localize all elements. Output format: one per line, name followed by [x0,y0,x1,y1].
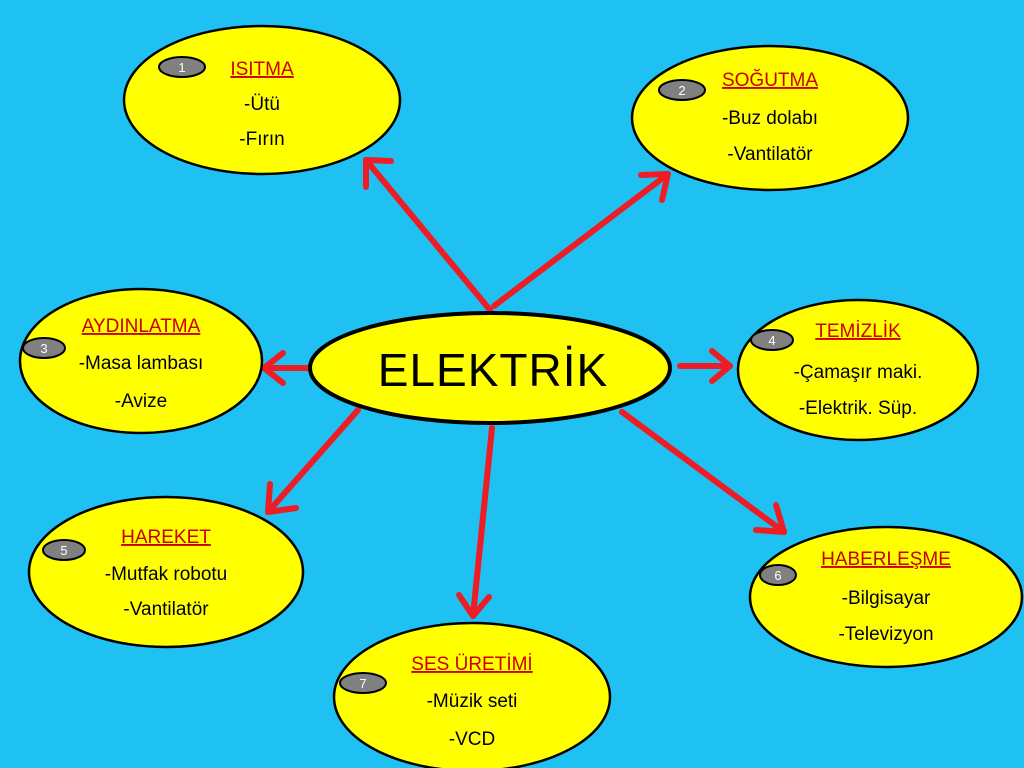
node-item: -Müzik seti [427,691,518,712]
node-item: -Vantilatör [123,599,209,620]
node-item: -Fırın [239,129,284,150]
node-haberlesme: 6 HABERLEŞME -Bilgisayar -Televizyon [748,525,1024,669]
arrow-to-temizlik [677,348,733,384]
badge-number: 3 [40,341,47,356]
arrows [261,157,787,619]
node-item: -Bilgisayar [842,588,931,609]
center-node: ELEKTRİK [308,311,672,425]
node-item: -Masa lambası [79,353,204,374]
arrow-to-ses-uretimi [456,425,495,619]
arrow-to-haberlesme [619,409,787,535]
node-item: -Mutfak robotu [105,564,228,585]
badge-5: 5 [42,539,86,561]
badge-3: 3 [22,337,66,359]
node-item: -Vantilatör [727,144,813,165]
center-label: ELEKTRİK [378,344,608,396]
node-item: -Ütü [244,94,280,115]
badge-number: 7 [359,676,366,691]
node-title: HAREKET [121,527,211,548]
node-item: -Çamaşır maki. [794,362,923,383]
arrow-to-isitma [363,157,493,313]
badge-number: 6 [774,568,781,583]
node-title: SES ÜRETİMİ [411,654,532,675]
node-title: TEMİZLİK [815,321,901,342]
badge-number: 5 [60,543,67,558]
node-temizlik: 4 TEMİZLİK -Çamaşır maki. -Elektrik. Süp… [736,298,980,442]
badge-2: 2 [658,79,706,101]
badge-number: 4 [768,333,775,348]
arrow-to-aydinlatma [261,350,311,386]
node-ses-uretimi: 7 SES ÜRETİMİ -Müzik seti -VCD [332,621,612,768]
node-title: ISITMA [230,59,294,80]
node-item: -Elektrik. Süp. [799,398,917,419]
node-aydinlatma: 3 AYDINLATMA -Masa lambası -Avize [18,287,264,435]
node-item: -Avize [115,391,167,412]
arrow-to-hareket [265,407,361,515]
badge-4: 4 [750,329,794,351]
node-sogutma: 2 SOĞUTMA -Buz dolabı -Vantilatör [630,44,910,192]
badge-6: 6 [759,564,797,586]
badge-number: 1 [178,60,185,75]
node-title: AYDINLATMA [82,316,201,337]
node-title: SOĞUTMA [722,69,818,91]
badge-number: 2 [678,83,685,98]
node-hareket: 5 HAREKET -Mutfak robotu -Vantilatör [27,495,305,649]
badge-1: 1 [158,56,206,78]
node-item: -Buz dolabı [722,108,818,129]
badge-7: 7 [339,672,387,694]
arrow-to-sogutma [491,171,671,309]
node-item: -Televizyon [838,624,933,645]
node-title: HABERLEŞME [821,549,951,570]
node-isitma: 1 ISITMA -Ütü -Fırın [122,24,402,176]
node-item: -VCD [449,729,495,750]
